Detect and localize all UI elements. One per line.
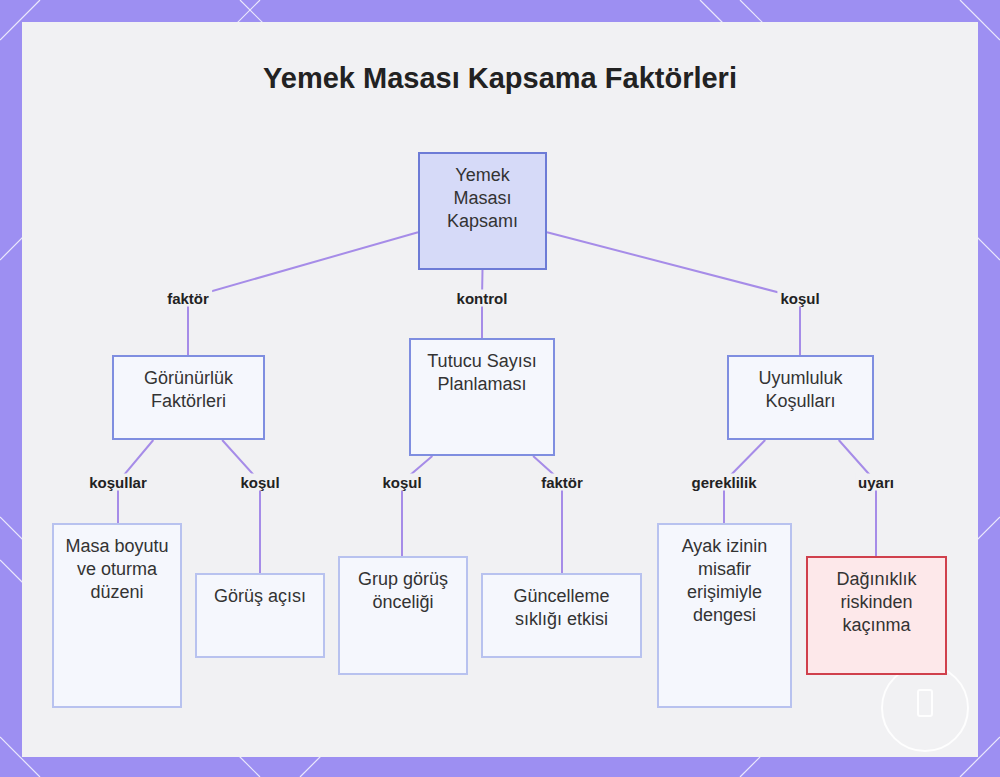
node-text: Görüş açısı [206, 585, 314, 608]
root-box: Yemek Masası Kapsamı [418, 152, 547, 270]
detail-box: Grup görüş önceliği [338, 556, 468, 675]
edge-label: koşul [379, 474, 424, 491]
detail-box: Güncelleme sıklığı etkisi [481, 573, 642, 658]
detail-box: Ayak izinin misafir erişimiyle dengesi [657, 523, 792, 708]
node-text: Görünürlük Faktörleri [114, 367, 263, 413]
edge-label: gereklilik [688, 474, 759, 491]
connector-line [402, 456, 432, 556]
edge-label: faktör [538, 474, 586, 491]
category-box: Uyumluluk Koşulları [727, 355, 874, 440]
edge-label: faktör [164, 290, 212, 307]
diagram-title: Yemek Masası Kapsama Faktörleri [0, 62, 1000, 95]
category-box: Tutucu Sayısı Planlaması [409, 338, 555, 456]
node-text: Tutucu Sayısı Planlaması [411, 350, 553, 396]
category-box: Görünürlük Faktörleri [112, 355, 265, 440]
content-panel [22, 22, 978, 757]
edge-label: uyarı [855, 474, 897, 491]
connector-line [222, 440, 260, 573]
edge-label: koşul [777, 290, 822, 307]
corner-badge [882, 665, 968, 751]
node-text: Dağınıklık riskinden kaçınma [808, 568, 945, 637]
detail-box: Masa boyutu ve oturma düzeni [52, 523, 182, 708]
node-text: Uyumluluk Koşulları [729, 367, 872, 413]
node-text: Ayak izinin misafir erişimiyle dengesi [659, 535, 790, 627]
detail-box: Dağınıklık riskinden kaçınma [806, 556, 947, 675]
edge-label: koşul [237, 474, 282, 491]
edge-label: koşullar [86, 474, 150, 491]
detail-box: Görüş açısı [195, 573, 325, 658]
connector-line [839, 440, 876, 556]
node-text: Masa boyutu ve oturma düzeni [54, 535, 180, 604]
connector-line [547, 232, 800, 355]
node-text: Grup görüş önceliği [340, 568, 466, 614]
node-text: Güncelleme sıklığı etkisi [483, 585, 640, 631]
badge-icon [918, 690, 932, 716]
node-text: Yemek Masası Kapsamı [420, 164, 545, 233]
connector-line [188, 232, 418, 355]
edge-label: kontrol [454, 290, 511, 307]
